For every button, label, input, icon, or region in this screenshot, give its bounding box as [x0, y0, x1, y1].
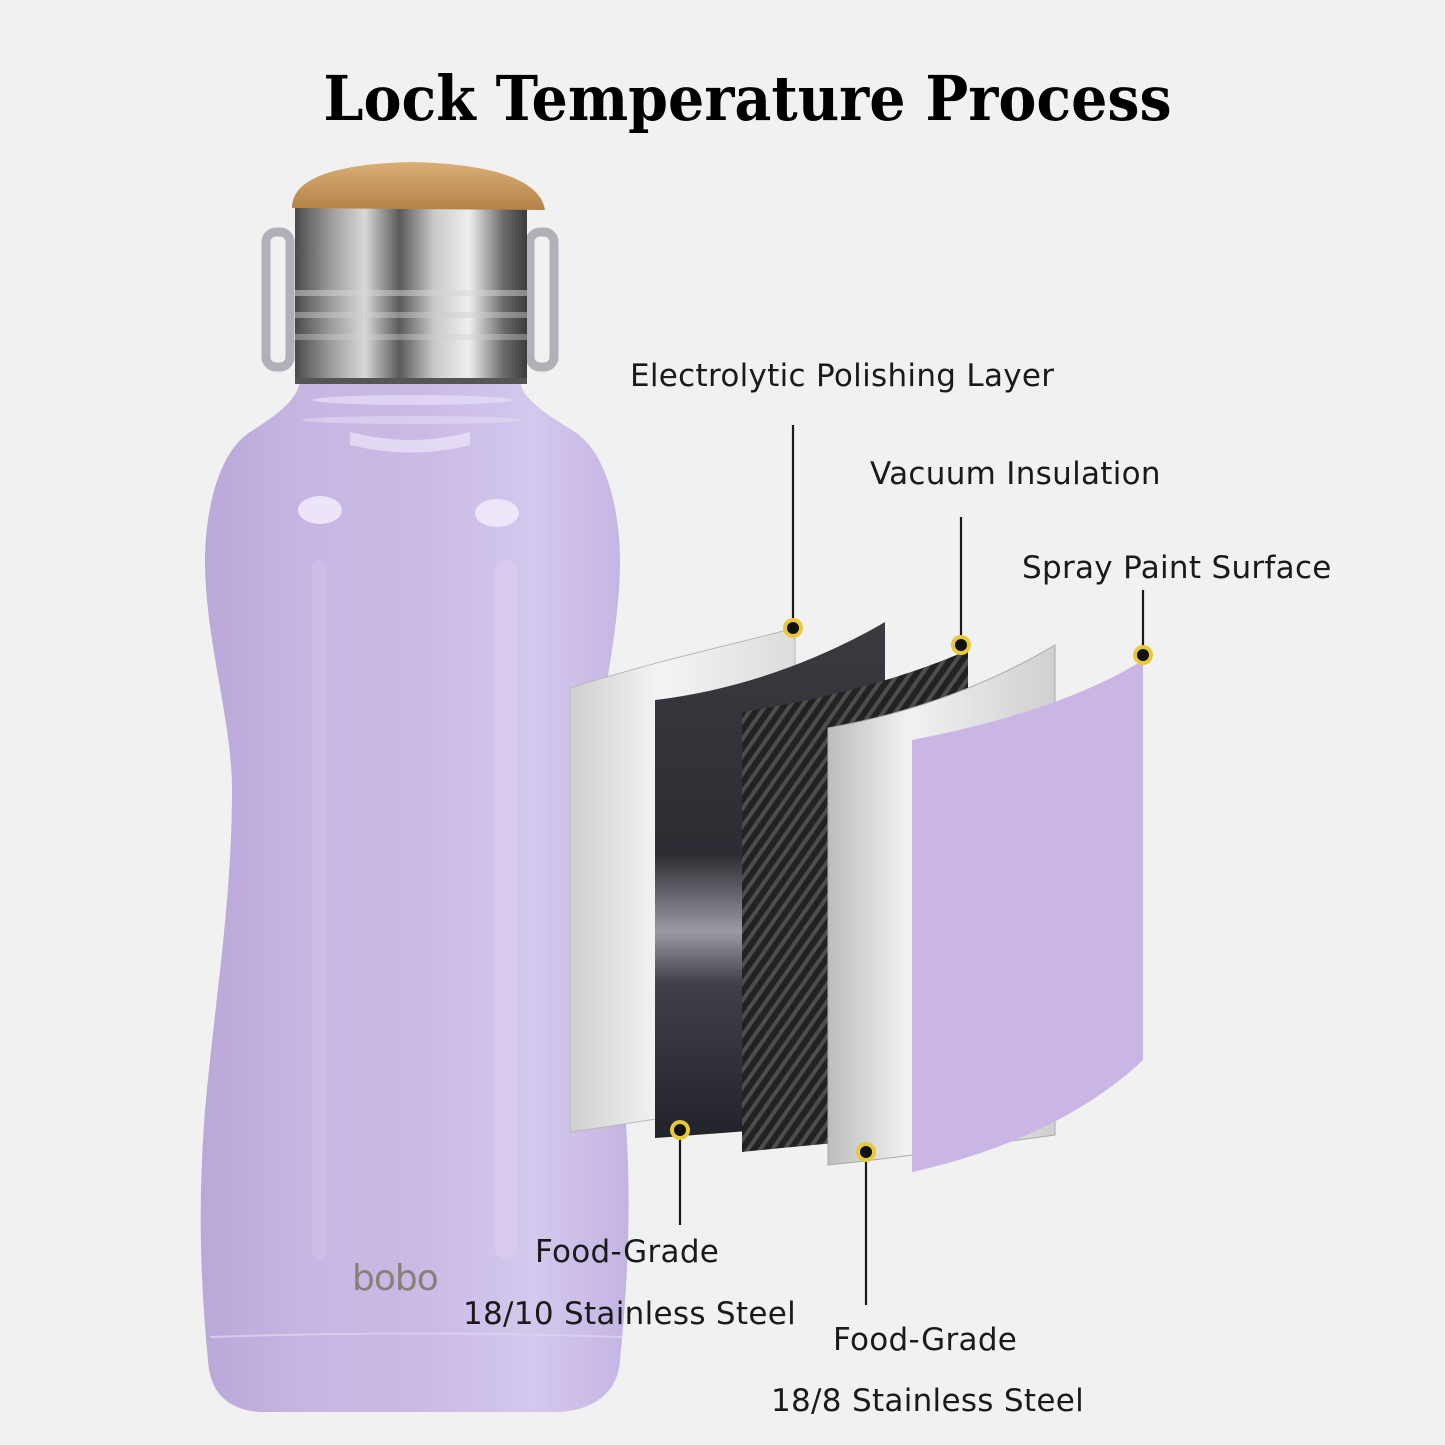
layer-stack — [569, 622, 1143, 1172]
bamboo-lid — [292, 162, 545, 210]
label-vacuum-insulation: Vacuum Insulation — [870, 456, 1161, 492]
callout-lines — [678, 425, 1145, 1305]
steel-cap — [295, 205, 527, 384]
layer-spray-sheet — [912, 660, 1143, 1172]
label-food-grade-1: Food-Grade — [535, 1234, 720, 1270]
bottle-body — [200, 380, 629, 1412]
label-18-10-stainless-steel: 18/10 Stainless Steel — [463, 1296, 797, 1332]
label-18-8-stainless-steel: 18/8 Stainless Steel — [771, 1383, 1084, 1419]
label-electrolytic-polishing-layer: Electrolytic Polishing Layer — [630, 358, 1055, 394]
bottle — [200, 380, 629, 1412]
label-food-grade-2: Food-Grade — [833, 1322, 1018, 1358]
page-title: Lock Temperature Process — [323, 62, 1172, 135]
lid-handles — [261, 227, 559, 372]
callout-dots — [670, 618, 1153, 1162]
label-spray-paint-surface: Spray Paint Surface — [1022, 550, 1332, 586]
brand-logo: bobo — [352, 1258, 439, 1299]
